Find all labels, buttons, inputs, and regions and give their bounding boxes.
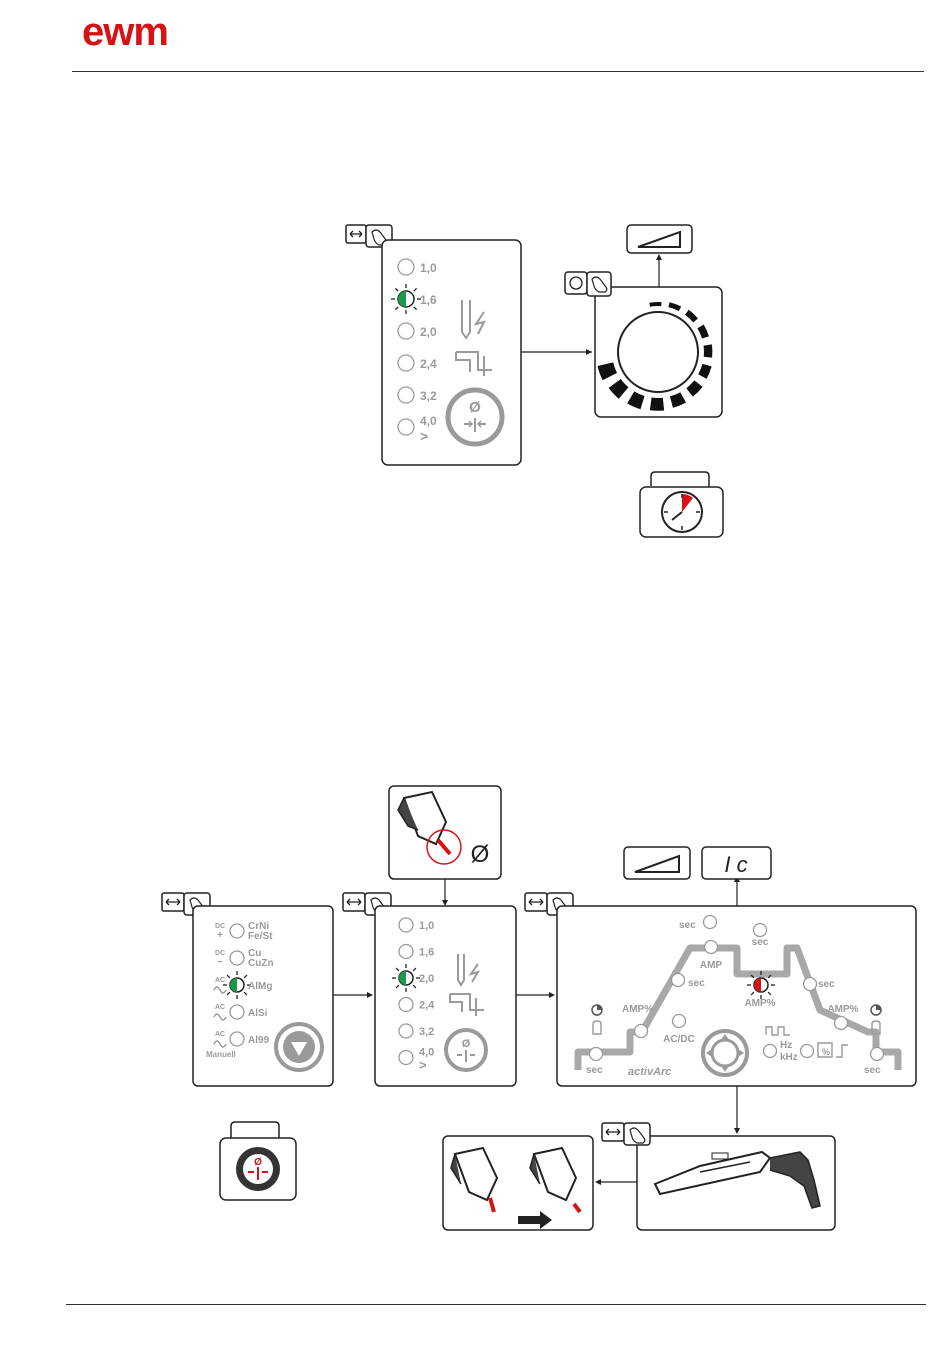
rotary-button-icon: [565, 272, 611, 296]
diameter-symbol: Ø: [469, 399, 481, 416]
material-down-button[interactable]: [276, 1024, 322, 1070]
diameter-label-2: 3,2: [419, 1026, 434, 1038]
diameter-label-2: 1,6: [419, 947, 434, 959]
start-current-label: AMP%: [622, 1004, 653, 1015]
gas-preflow-sec: sec: [586, 1065, 603, 1076]
diameter-led-2: [399, 945, 413, 959]
diameter-button[interactable]: Ø: [448, 390, 502, 444]
sequence-nav-button[interactable]: [703, 1031, 747, 1075]
activarc-label: activArc: [628, 1066, 671, 1078]
material-led: [230, 1032, 244, 1046]
pulse-frequency-led: [764, 1045, 777, 1058]
torch-diameter-box: Ø: [389, 786, 501, 879]
manual-label: Manuell: [206, 1050, 236, 1059]
greater-than-label-2: >: [419, 1058, 427, 1073]
knob-segment: [649, 302, 661, 307]
main-current-led: [705, 941, 718, 954]
spot-time-sec: sec: [679, 920, 696, 931]
diameter-label: 4,0: [420, 414, 437, 428]
diameter-label-2: 2,0: [419, 973, 434, 985]
diameter-led-2: [399, 918, 413, 932]
welding-torch-box: [637, 1136, 835, 1230]
material-name: AlSi: [248, 1008, 268, 1019]
gas-postflow-led: [871, 1048, 884, 1061]
hz-label: Hz: [780, 1040, 792, 1051]
polarity-sign: −: [217, 957, 223, 968]
diameter-label-2: 1,0: [419, 920, 434, 932]
downslope-led: [804, 978, 817, 991]
timer-icon: [640, 472, 723, 537]
material-name-2: CuZn: [248, 958, 274, 969]
gas-postflow-sec: sec: [864, 1065, 881, 1076]
diameter-led: [398, 323, 414, 339]
pulse-balance-led: [801, 1045, 814, 1058]
spot-time-led: [704, 916, 717, 929]
secondary-time-led: [754, 924, 767, 937]
diameter-led-2: [399, 1051, 413, 1065]
torch-diameter-symbol: Ø: [471, 841, 490, 868]
footer-rule: [66, 1304, 926, 1305]
material-led: [230, 1005, 244, 1019]
secondary-current-label: AMP%: [744, 998, 775, 1009]
diameter-led-2: [399, 1024, 413, 1038]
diameter-led: [398, 419, 414, 435]
downslope-sec: sec: [818, 979, 835, 990]
torch-knob-swap-box: [443, 1136, 593, 1230]
select-button-icon-torch: [602, 1123, 650, 1145]
polarity-label: AC: [215, 977, 225, 984]
diameter-symbol-2: Ø: [462, 1038, 471, 1050]
start-current-led: [635, 1025, 648, 1038]
diameter-label: 3,2: [420, 389, 437, 403]
diameter-label-2: 2,4: [419, 1000, 435, 1012]
diagram-electrode-selection: 1,0 1,6 2,0 2,4 3,2 4,0> Ø: [0, 0, 950, 560]
diameter-label: 2,4: [420, 357, 437, 371]
diameter-led: [398, 355, 414, 371]
material-name-2: Fe/St: [248, 931, 273, 942]
polarity-label: AC: [215, 1004, 225, 1011]
diagram-welding-sequence: Ø DC+CrNiFe/StDC−CuCuZnACAlMgACAlSiACAl9…: [0, 780, 950, 1240]
polarity-label: AC: [215, 1031, 225, 1038]
polarity-label: DC: [215, 950, 225, 957]
greater-than-label: >: [420, 428, 428, 444]
ramp-display-2: [624, 847, 690, 879]
knob-segment: [704, 344, 713, 357]
diameter-led: [398, 387, 414, 403]
electrode-diameter-panel-2: [375, 906, 516, 1086]
ramp-display: [627, 225, 692, 253]
material-led: [230, 951, 244, 965]
material-led: [230, 924, 244, 938]
diameter-label: 1,6: [420, 293, 437, 307]
upslope-sec: sec: [688, 978, 705, 989]
khz-label: kHz: [780, 1052, 798, 1063]
diameter-led-2: [399, 998, 413, 1012]
diameter-label: 1,0: [420, 261, 437, 275]
diameter-led: [398, 259, 414, 275]
value-display: I c: [702, 847, 771, 879]
diameter-button-2[interactable]: Ø: [446, 1030, 486, 1070]
diameter-icon-symbol: Ø: [254, 1157, 262, 1168]
diameter-button-icon: Ø: [220, 1122, 296, 1200]
end-current-led: [835, 1017, 848, 1030]
end-current-label: AMP%: [827, 1004, 858, 1015]
main-current-label: AMP: [700, 960, 723, 971]
polarity-sign: +: [217, 930, 223, 941]
display-value: I c: [724, 852, 747, 877]
gas-preflow-led: [590, 1048, 603, 1061]
acdc-led: [673, 1015, 686, 1028]
diameter-label: 2,0: [420, 325, 437, 339]
acdc-label: AC/DC: [663, 1034, 695, 1045]
balance-pct-label: %: [822, 1047, 830, 1057]
knob-segment: [650, 398, 664, 411]
secondary-time-sec: sec: [752, 937, 769, 948]
upslope-led: [672, 974, 685, 987]
material-name: AlMg: [248, 981, 272, 992]
material-name: Al99: [248, 1035, 270, 1046]
polarity-label: DC: [215, 923, 225, 930]
